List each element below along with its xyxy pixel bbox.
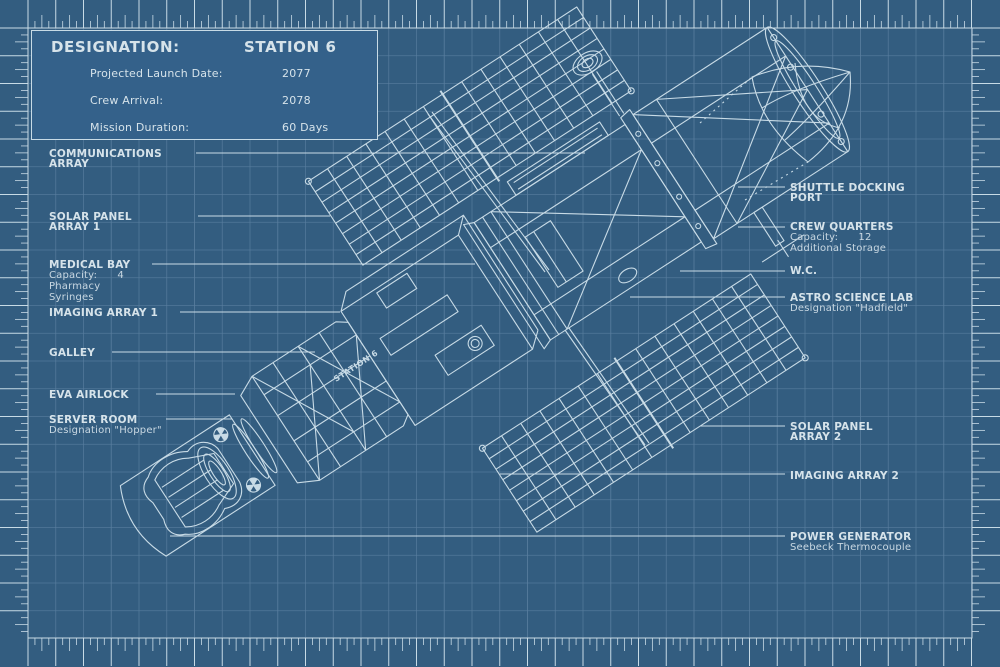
radiation-icon [245, 477, 262, 493]
label-solar-panel-array-1: SOLAR PANEL ARRAY 1 [49, 211, 132, 233]
label-title: IMAGING ARRAY 2 [790, 470, 900, 482]
label-shuttle-docking-port: SHUTTLE DOCKING PORT [790, 182, 905, 204]
label-detail: Pharmacy [49, 281, 101, 292]
mission-duration-value: 60 Days [282, 121, 329, 134]
crew-arrival-value: 2078 [282, 94, 311, 107]
label-detail: Additional Storage [790, 243, 887, 254]
label-detail: Capacity: 4 [49, 270, 124, 281]
panel-corner [478, 444, 486, 452]
label-title: SOLAR PANEL [790, 421, 873, 433]
label-title: EVA AIRLOCK [49, 389, 129, 401]
label-detail: Designation "Hopper" [49, 425, 162, 436]
designation-value: STATION 6 [244, 38, 337, 56]
label-detail: Seebeck Thermocouple [790, 542, 912, 553]
label-title: SERVER ROOM [49, 414, 138, 426]
shuttle-nose-cone [751, 62, 852, 163]
label-astro-science-lab: ASTRO SCIENCE LAB Designation "Hadfield" [790, 293, 913, 314]
label-server-room: SERVER ROOM Designation "Hopper" [49, 415, 162, 436]
station-drawing: STATION 6 [119, 6, 852, 557]
panel-corner [627, 87, 635, 95]
label-title: ARRAY 1 [49, 221, 101, 233]
label-title: SOLAR PANEL [49, 211, 132, 223]
label-detail: Capacity: 12 [790, 232, 872, 243]
label-wc: W.C. [790, 265, 818, 277]
leader-lines [112, 152, 785, 537]
label-title: PORT [790, 192, 823, 204]
power-generator [119, 414, 278, 557]
label-power-generator: POWER GENERATOR Seebeck Thermocouple [790, 532, 911, 553]
label-title: ASTRO SCIENCE LAB [790, 292, 914, 304]
panel-spine [613, 357, 675, 449]
label-imaging-array-2: IMAGING ARRAY 2 [790, 470, 900, 482]
label-title: MEDICAL BAY [49, 259, 131, 271]
frame-border [27, 27, 973, 639]
label-title: IMAGING ARRAY 1 [49, 307, 159, 319]
label-title: POWER GENERATOR [790, 531, 912, 543]
solar-panel-array-1 [304, 6, 635, 266]
label-title: ARRAY 2 [790, 431, 842, 443]
label-title: COMMUNICATIONS [49, 148, 162, 160]
label-detail: Syringes [49, 292, 94, 303]
label-solar-panel-array-2: SOLAR PANEL ARRAY 2 [790, 421, 873, 443]
designation-panel: DESIGNATION: STATION 6 Projected Launch … [31, 30, 378, 140]
label-title: CREW QUARTERS [790, 221, 894, 233]
solar-panel-array-2 [478, 273, 809, 533]
docking-guide-line [744, 161, 809, 201]
panel-spine [439, 90, 501, 182]
launch-date-label: Projected Launch Date: [90, 67, 223, 80]
label-galley: GALLEY [49, 347, 96, 359]
wc-antenna [753, 206, 805, 263]
label-imaging-array-1: IMAGING ARRAY 1 [49, 307, 159, 319]
label-title: ARRAY [49, 158, 90, 170]
crew-arrival-label: Crew Arrival: [90, 94, 164, 107]
label-eva-airlock: EVA AIRLOCK [49, 389, 129, 401]
solar-mast-2 [564, 329, 646, 446]
panel-corner [304, 177, 312, 185]
label-crew-quarters: CREW QUARTERS Capacity: 12 Additional St… [790, 222, 894, 254]
panel-corner [801, 354, 809, 362]
label-title: W.C. [790, 265, 818, 277]
label-detail: Designation "Hadfield" [790, 303, 909, 314]
label-medical-bay: MEDICAL BAY Capacity: 4 Pharmacy Syringe… [49, 260, 130, 303]
galley-module [340, 214, 539, 426]
designation-label: DESIGNATION: [51, 38, 180, 56]
communications-array [572, 50, 625, 117]
label-communications-array: COMMUNICATIONS ARRAY [49, 148, 162, 170]
label-title: SHUTTLE DOCKING [790, 182, 905, 194]
crew-quarters-ring [620, 109, 718, 250]
crew-quarters-module [632, 26, 849, 240]
radiation-icon [213, 427, 229, 443]
launch-date-value: 2077 [282, 67, 311, 80]
label-title: GALLEY [49, 347, 96, 359]
solar-mast-1 [427, 113, 546, 273]
mission-duration-label: Mission Duration: [90, 121, 190, 134]
